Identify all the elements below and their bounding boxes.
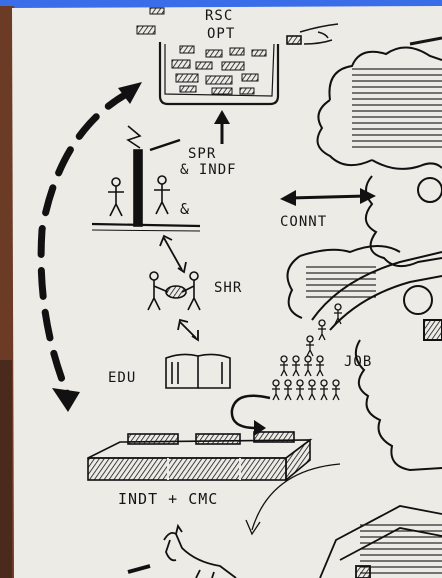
label-rsc: RSC xyxy=(205,8,233,24)
label-shr: SHR xyxy=(214,280,242,296)
label-indt-cmc: INDT + CMC xyxy=(118,490,218,508)
label-edu: EDU xyxy=(108,370,136,386)
table-shadow xyxy=(0,360,12,578)
label-spr: SPR xyxy=(188,146,216,162)
label-amp: & xyxy=(180,200,190,218)
label-indf: & INDF xyxy=(180,162,237,178)
label-connt: CONNT xyxy=(280,214,327,230)
label-opt: OPT xyxy=(207,26,235,42)
